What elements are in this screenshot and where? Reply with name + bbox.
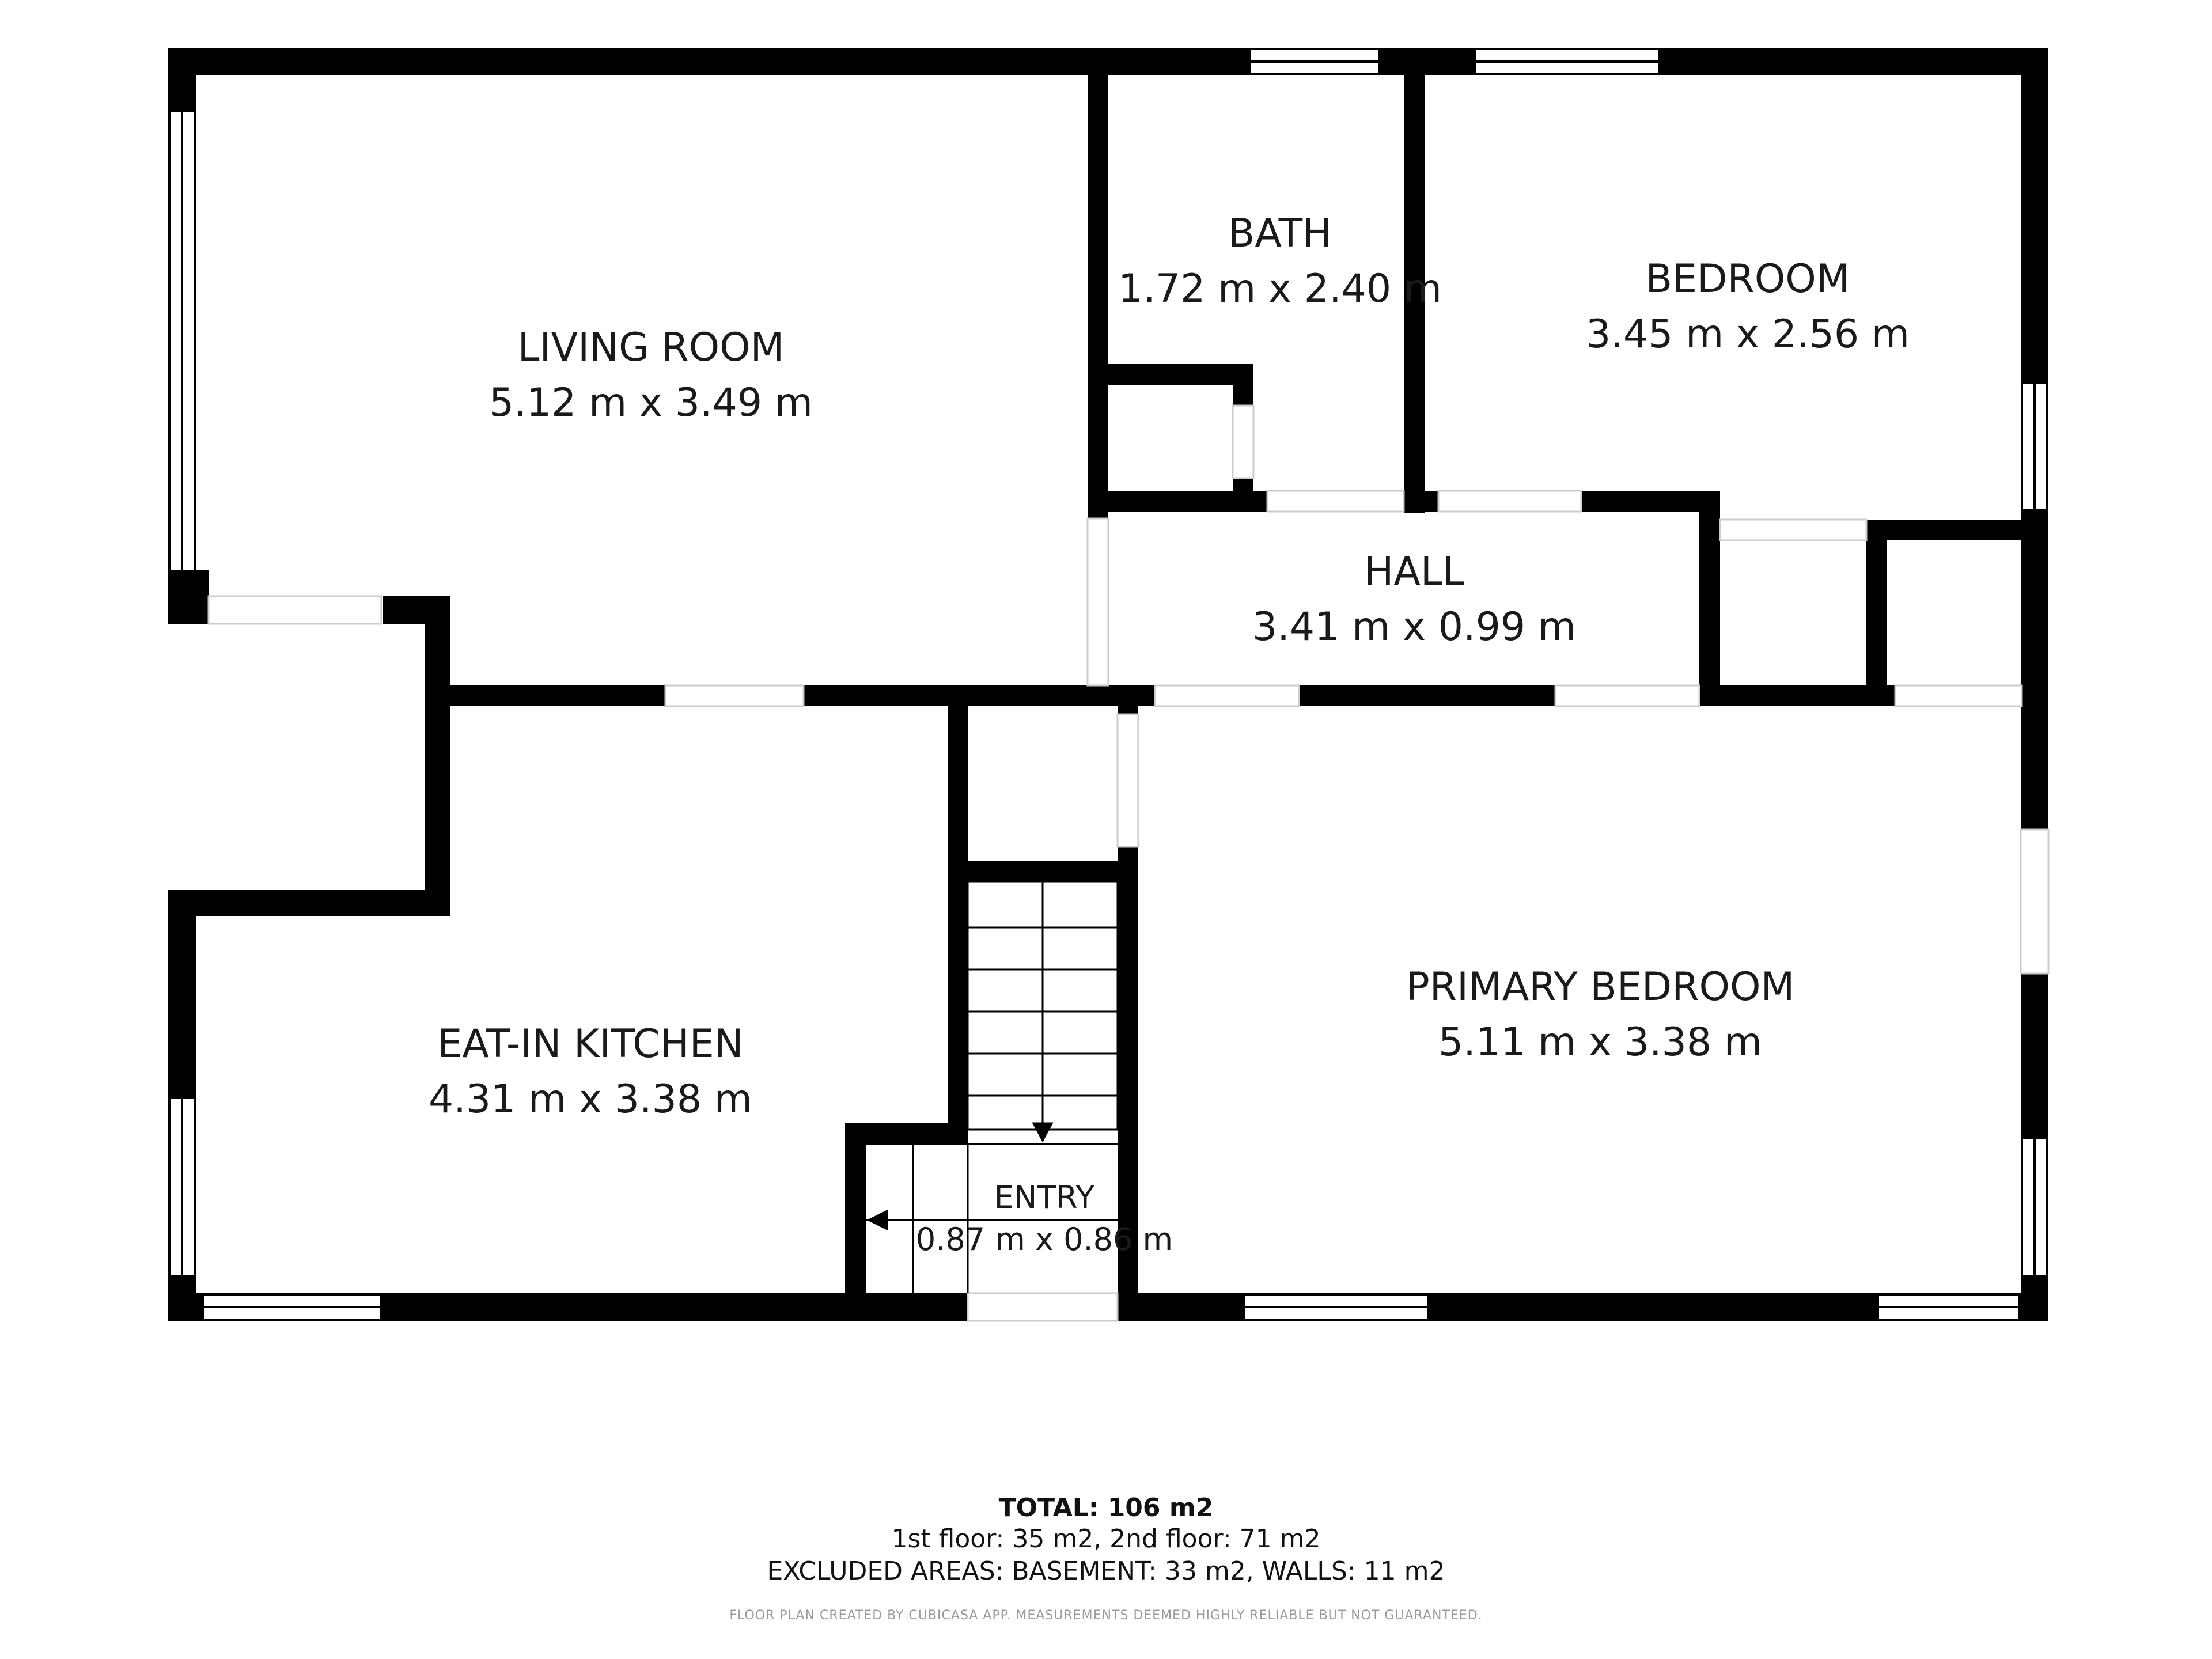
wall — [948, 861, 1132, 882]
wall — [948, 700, 968, 1129]
wall — [1866, 520, 2048, 540]
wall — [1118, 847, 1138, 1321]
wall — [1866, 520, 1887, 704]
wall — [1404, 491, 1438, 512]
wall — [1699, 520, 1722, 540]
credit-note: FLOOR PLAN CREATED BY CUBICASA APP. MEAS… — [729, 1608, 1483, 1623]
wall — [1233, 478, 1253, 512]
total-area: TOTAL: 106 m2 — [998, 1493, 1214, 1522]
wall — [168, 570, 209, 624]
wall — [1088, 69, 1108, 518]
wall — [1404, 69, 1425, 513]
entry-name: ENTRY — [994, 1179, 1096, 1215]
wall — [1118, 685, 1138, 714]
living-room-dim: 5.12 m x 3.49 m — [489, 380, 813, 426]
wall — [845, 1123, 866, 1321]
floor-areas: 1st floor: 35 m2, 2nd floor: 71 m2 — [891, 1524, 1321, 1554]
bedroom-dim: 3.45 m x 2.56 m — [1586, 312, 1910, 357]
primary-bedroom-name: PRIMARY BEDROOM — [1406, 964, 1795, 1010]
primary-bedroom-dim: 5.11 m x 3.38 m — [1438, 1020, 1762, 1065]
door-openings — [207, 404, 2050, 1322]
wall — [1299, 685, 1555, 706]
bath-name: BATH — [1228, 211, 1332, 256]
windows — [168, 48, 2048, 1321]
stair-arrow-icon — [866, 1209, 888, 1231]
eat-in-kitchen-name: EAT-IN KITCHEN — [437, 1021, 743, 1067]
stairs — [866, 881, 1119, 1293]
wall — [2021, 48, 2048, 1321]
bath-dim: 1.72 m x 2.40 m — [1118, 266, 1442, 312]
excluded-areas: EXCLUDED AREAS: BASEMENT: 33 m2, WALLS: … — [767, 1556, 1445, 1586]
eat-in-kitchen-dim: 4.31 m x 3.38 m — [429, 1077, 752, 1122]
wall — [383, 596, 450, 624]
living-room-name: LIVING ROOM — [518, 325, 785, 370]
hall-dim: 3.41 m x 0.99 m — [1252, 604, 1576, 650]
wall — [425, 596, 450, 916]
wall — [1233, 364, 1253, 406]
wall — [168, 890, 450, 916]
entry-dim: 0.87 m x 0.86 m — [916, 1221, 1173, 1257]
bedroom-name: BEDROOM — [1646, 256, 1850, 302]
hall-name: HALL — [1364, 549, 1464, 594]
wall — [1581, 491, 1719, 512]
stair-arrow-icon — [1032, 1122, 1054, 1143]
wall — [1699, 685, 1895, 706]
wall — [1088, 364, 1252, 385]
